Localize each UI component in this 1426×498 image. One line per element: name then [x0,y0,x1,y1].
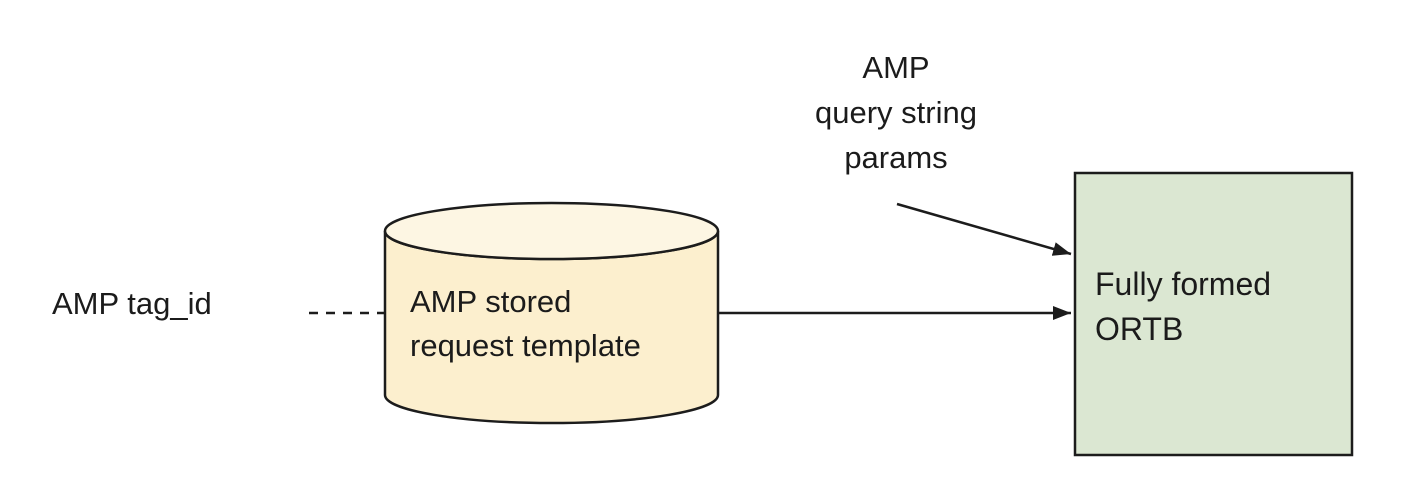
ortb-box-label: Fully formed ORTB [1095,262,1271,352]
query-string-params-line1: AMP [862,50,930,85]
query-string-params-line3: params [844,140,948,175]
query-string-params-label: AMP query string params [796,45,996,180]
cylinder-label-line1: AMP stored [410,284,572,319]
cylinder-label-line2: request template [410,328,641,363]
tagid-label: AMP tag_id [52,286,212,321]
ortb-box-label-line1: Fully formed [1095,266,1272,302]
stored-request-db-cylinder-top [383,201,720,261]
cylinder-label: AMP stored request template [410,280,641,368]
ortb-box-label-line2: ORTB [1095,311,1184,347]
ortb-box [1073,171,1354,457]
query-string-params-line2: query string [815,95,977,130]
querystring-to-ortb-arrow [896,202,1072,256]
